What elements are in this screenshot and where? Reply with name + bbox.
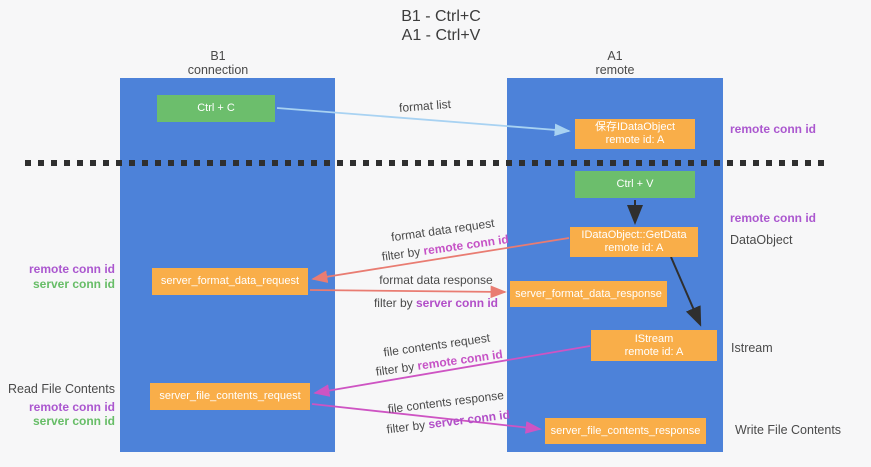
node-file-response-label: server_file_contents_response bbox=[550, 424, 701, 437]
node-istream-line2: remote id: A bbox=[624, 345, 684, 358]
node-server-file-contents-response: server_file_contents_response bbox=[545, 418, 706, 444]
lane-a1-name: A1 bbox=[607, 49, 623, 63]
filter-by-text: filter by bbox=[385, 417, 430, 437]
edge-label-format-list: format list bbox=[380, 94, 471, 117]
node-file-request-label: server_file_contents_request bbox=[159, 390, 301, 402]
annotation-read-file-contents: Read File Contents bbox=[7, 382, 115, 396]
lane-b1-subtitle: connection bbox=[187, 63, 249, 77]
filter-by-text: filter by bbox=[373, 296, 416, 310]
node-format-response-label: server_format_data_response bbox=[515, 287, 662, 300]
annotation-istream: Istream bbox=[731, 341, 773, 355]
annotation-left-conn-ids: remote conn id server conn id bbox=[0, 262, 115, 292]
node-istream: IStream remote id: A bbox=[591, 330, 717, 361]
edge-label-format-data-response: format data response filter by server co… bbox=[370, 272, 502, 311]
annotation-read-file-contents-group: Read File Contents remote conn id server… bbox=[0, 382, 115, 428]
node-ctrl-c-label: Ctrl + C bbox=[197, 102, 235, 114]
filter-by-text: filter by bbox=[374, 359, 419, 379]
node-save-idataobject-line2: remote id: A bbox=[605, 134, 665, 146]
node-server-format-data-response: server_format_data_response bbox=[510, 281, 667, 307]
node-getdata-line1: IDataObject::GetData bbox=[581, 229, 687, 241]
lane-header-b1: B1 connection bbox=[158, 49, 278, 77]
node-format-request-label: server_format_data_request bbox=[160, 275, 300, 287]
lane-header-a1: A1 remote bbox=[555, 49, 675, 77]
format-data-response-text: format data response bbox=[379, 273, 493, 287]
node-ctrl-c: Ctrl + C bbox=[157, 95, 275, 122]
lane-b1-name: B1 bbox=[210, 49, 226, 63]
server-conn-id-text: server conn id bbox=[415, 296, 499, 310]
node-save-idataobject-line1: 保存IDataObject bbox=[594, 121, 676, 133]
format-data-response-filter: filter by server conn id bbox=[370, 295, 502, 311]
node-server-format-data-request: server_format_data_request bbox=[152, 268, 308, 295]
annotation-remote-conn-id-mid: remote conn id bbox=[730, 211, 817, 225]
node-idataobject-getdata: IDataObject::GetData remote id: A bbox=[570, 227, 698, 257]
annotation-left-server-conn-id-2: server conn id bbox=[32, 414, 115, 428]
annotation-write-file-contents: Write File Contents bbox=[735, 423, 842, 437]
edge-label-format-data-request: format data request filter by remote con… bbox=[376, 212, 512, 266]
node-server-file-contents-request: server_file_contents_request bbox=[150, 383, 310, 410]
annotation-left-server-conn-id-1: server conn id bbox=[32, 277, 115, 291]
edge-label-file-contents-response: file contents response filter by server … bbox=[376, 384, 518, 441]
node-ctrl-v: Ctrl + V bbox=[575, 171, 695, 198]
node-istream-line1: IStream bbox=[634, 332, 674, 345]
annotation-left-remote-conn-id-2: remote conn id bbox=[28, 400, 115, 414]
diagram-title: B1 - Ctrl+C A1 - Ctrl+V bbox=[341, 7, 541, 45]
separator-dashed-line bbox=[25, 160, 831, 166]
node-save-idataobject: 保存IDataObject remote id: A bbox=[575, 119, 695, 149]
annotation-remote-conn-id-top: remote conn id bbox=[730, 122, 817, 136]
filter-by-text: filter by bbox=[380, 244, 425, 264]
format-list-text: format list bbox=[398, 96, 452, 116]
title-line-2: A1 - Ctrl+V bbox=[401, 27, 481, 44]
annotation-dataobject: DataObject bbox=[730, 233, 793, 247]
edge-label-file-contents-request: file contents request filter by remote c… bbox=[370, 327, 506, 381]
node-getdata-line2: remote id: A bbox=[604, 242, 664, 254]
node-ctrl-v-label: Ctrl + V bbox=[616, 178, 654, 190]
annotation-left-remote-conn-id-1: remote conn id bbox=[28, 262, 115, 276]
lane-a1-subtitle: remote bbox=[595, 63, 635, 77]
title-line-1: B1 - Ctrl+C bbox=[401, 8, 481, 25]
